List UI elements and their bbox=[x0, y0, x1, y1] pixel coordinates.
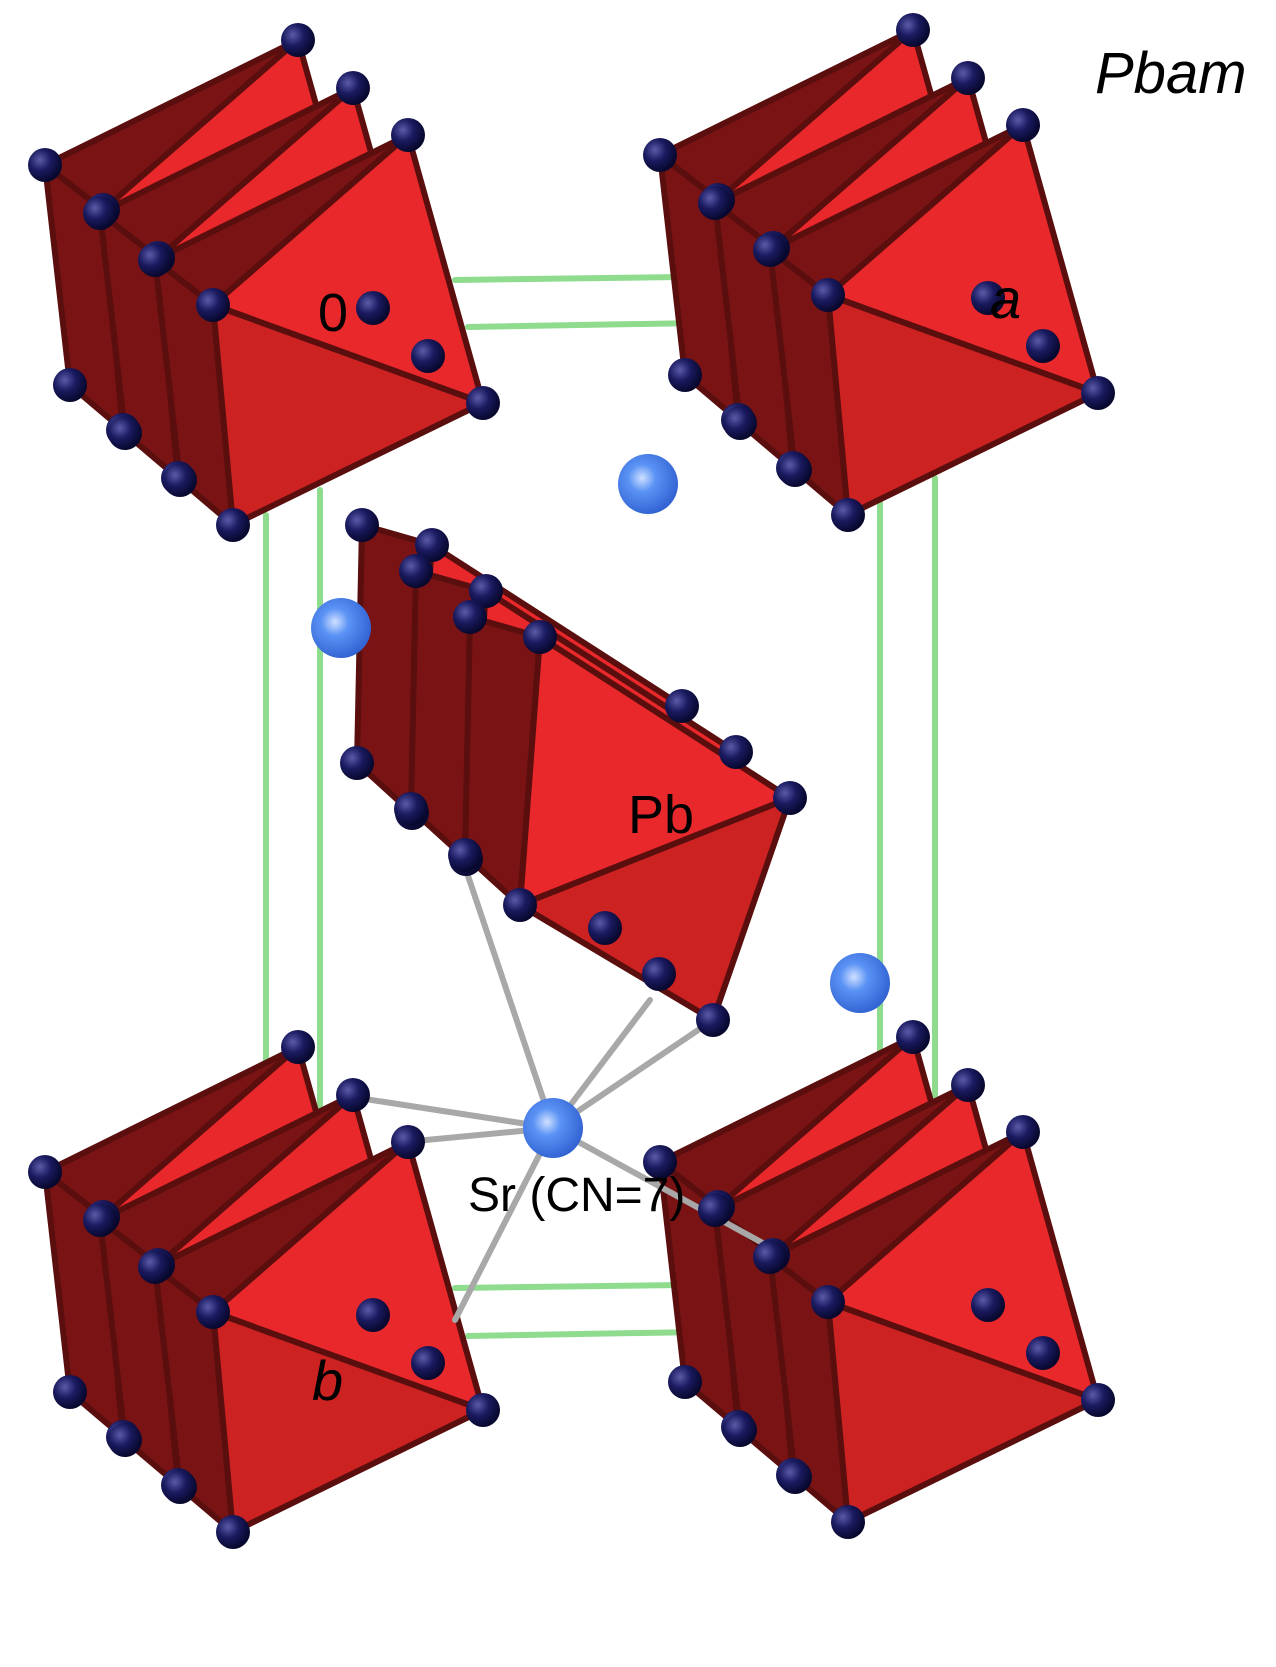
oxygen-atom bbox=[588, 911, 622, 945]
oxygen-atom bbox=[356, 291, 390, 325]
oxygen-atom bbox=[281, 23, 315, 57]
oxygen-atom bbox=[1081, 376, 1115, 410]
octahedron-face bbox=[210, 302, 486, 528]
strontium-atom bbox=[311, 598, 371, 658]
oxygen-atom bbox=[896, 13, 930, 47]
origin-label: 0 bbox=[318, 283, 349, 343]
oxygen-atom bbox=[951, 61, 985, 95]
oxygen-atom bbox=[340, 746, 374, 780]
octahedron bbox=[152, 1139, 486, 1535]
oxygen-atom bbox=[108, 1423, 142, 1457]
octahedron-face bbox=[825, 292, 1101, 518]
oxygen-atom bbox=[53, 1375, 87, 1409]
sr-o-bond bbox=[349, 1094, 556, 1131]
oxygen-atom bbox=[643, 1145, 677, 1179]
axis-a-label: a bbox=[990, 267, 1022, 330]
oxygen-atom bbox=[971, 1288, 1005, 1322]
oxygen-atom bbox=[411, 339, 445, 373]
oxygen-atom bbox=[643, 138, 677, 172]
oxygen-atom bbox=[523, 620, 557, 654]
oxygen-atom bbox=[668, 358, 702, 392]
oxygen-atom bbox=[399, 554, 433, 588]
oxygen-atom bbox=[163, 463, 197, 497]
oxygen-atom bbox=[665, 689, 699, 723]
octahedron-face bbox=[210, 1309, 486, 1535]
sr-o-bond bbox=[550, 1017, 716, 1131]
oxygen-atom bbox=[138, 1250, 172, 1284]
oxygen-atom bbox=[466, 1393, 500, 1427]
oxygen-atom bbox=[642, 957, 676, 991]
oxygen-atom bbox=[83, 1203, 117, 1237]
atoms bbox=[28, 13, 1115, 1549]
oxygen-atom bbox=[696, 1003, 730, 1037]
oxygen-atom bbox=[196, 1295, 230, 1329]
oxygen-atom bbox=[108, 416, 142, 450]
strontium-atom bbox=[523, 1098, 583, 1158]
sr-site-label: Sr (CN=7) bbox=[468, 1169, 686, 1222]
octahedron bbox=[767, 1129, 1101, 1525]
pb-octahedron-label: Pb bbox=[628, 785, 695, 845]
sr-o-bond bbox=[452, 1125, 556, 1323]
octahedra bbox=[42, 27, 1101, 1535]
axis-b-label: b bbox=[312, 1349, 344, 1412]
oxygen-atom bbox=[163, 1470, 197, 1504]
oxygen-atom bbox=[1006, 1115, 1040, 1149]
oxygen-atom bbox=[466, 386, 500, 420]
oxygen-atom bbox=[778, 453, 812, 487]
oxygen-atom bbox=[411, 1346, 445, 1380]
oxygen-atom bbox=[216, 1515, 250, 1549]
oxygen-atom bbox=[698, 1193, 732, 1227]
space-group-label: Pbam bbox=[1095, 41, 1247, 106]
octahedron-face bbox=[517, 795, 793, 1023]
octahedron bbox=[767, 122, 1101, 518]
oxygen-atom bbox=[668, 1365, 702, 1399]
oxygen-atom bbox=[698, 186, 732, 220]
oxygen-atom bbox=[453, 600, 487, 634]
oxygen-atom bbox=[83, 196, 117, 230]
oxygen-atom bbox=[281, 1030, 315, 1064]
oxygen-atom bbox=[951, 1068, 985, 1102]
oxygen-atom bbox=[196, 288, 230, 322]
oxygen-atom bbox=[336, 71, 370, 105]
oxygen-atom bbox=[753, 233, 787, 267]
oxygen-atom bbox=[415, 528, 449, 562]
oxygen-atom bbox=[831, 1505, 865, 1539]
oxygen-atom bbox=[138, 243, 172, 277]
oxygen-atom bbox=[719, 735, 753, 769]
oxygen-atom bbox=[469, 574, 503, 608]
oxygen-atom bbox=[773, 781, 807, 815]
oxygen-atom bbox=[896, 1020, 930, 1054]
oxygen-atom bbox=[391, 1125, 425, 1159]
oxygen-atom bbox=[723, 406, 757, 440]
oxygen-atom bbox=[448, 838, 482, 872]
oxygen-atom bbox=[345, 508, 379, 542]
oxygen-atom bbox=[391, 118, 425, 152]
octahedron-face bbox=[825, 1299, 1101, 1525]
strontium-atom bbox=[830, 953, 890, 1013]
oxygen-atom bbox=[394, 792, 428, 826]
oxygen-atom bbox=[1006, 108, 1040, 142]
strontium-atom bbox=[618, 454, 678, 514]
oxygen-atom bbox=[811, 1285, 845, 1319]
oxygen-atom bbox=[28, 1155, 62, 1189]
oxygen-atom bbox=[28, 148, 62, 182]
oxygen-atom bbox=[971, 281, 1005, 315]
oxygen-atom bbox=[753, 1240, 787, 1274]
oxygen-atom bbox=[1026, 329, 1060, 363]
sr-o-bond bbox=[459, 855, 556, 1131]
oxygen-atom bbox=[811, 278, 845, 312]
oxygen-atom bbox=[723, 1413, 757, 1447]
oxygen-atom bbox=[831, 498, 865, 532]
oxygen-atom bbox=[1081, 1383, 1115, 1417]
octahedron bbox=[152, 132, 486, 528]
oxygen-atom bbox=[336, 1078, 370, 1112]
oxygen-atom bbox=[53, 368, 87, 402]
oxygen-atom bbox=[503, 888, 537, 922]
oxygen-atom bbox=[778, 1460, 812, 1494]
oxygen-atom bbox=[1026, 1336, 1060, 1370]
oxygen-atom bbox=[356, 1298, 390, 1332]
sr-o-bond bbox=[550, 1125, 773, 1250]
oxygen-atom bbox=[216, 508, 250, 542]
